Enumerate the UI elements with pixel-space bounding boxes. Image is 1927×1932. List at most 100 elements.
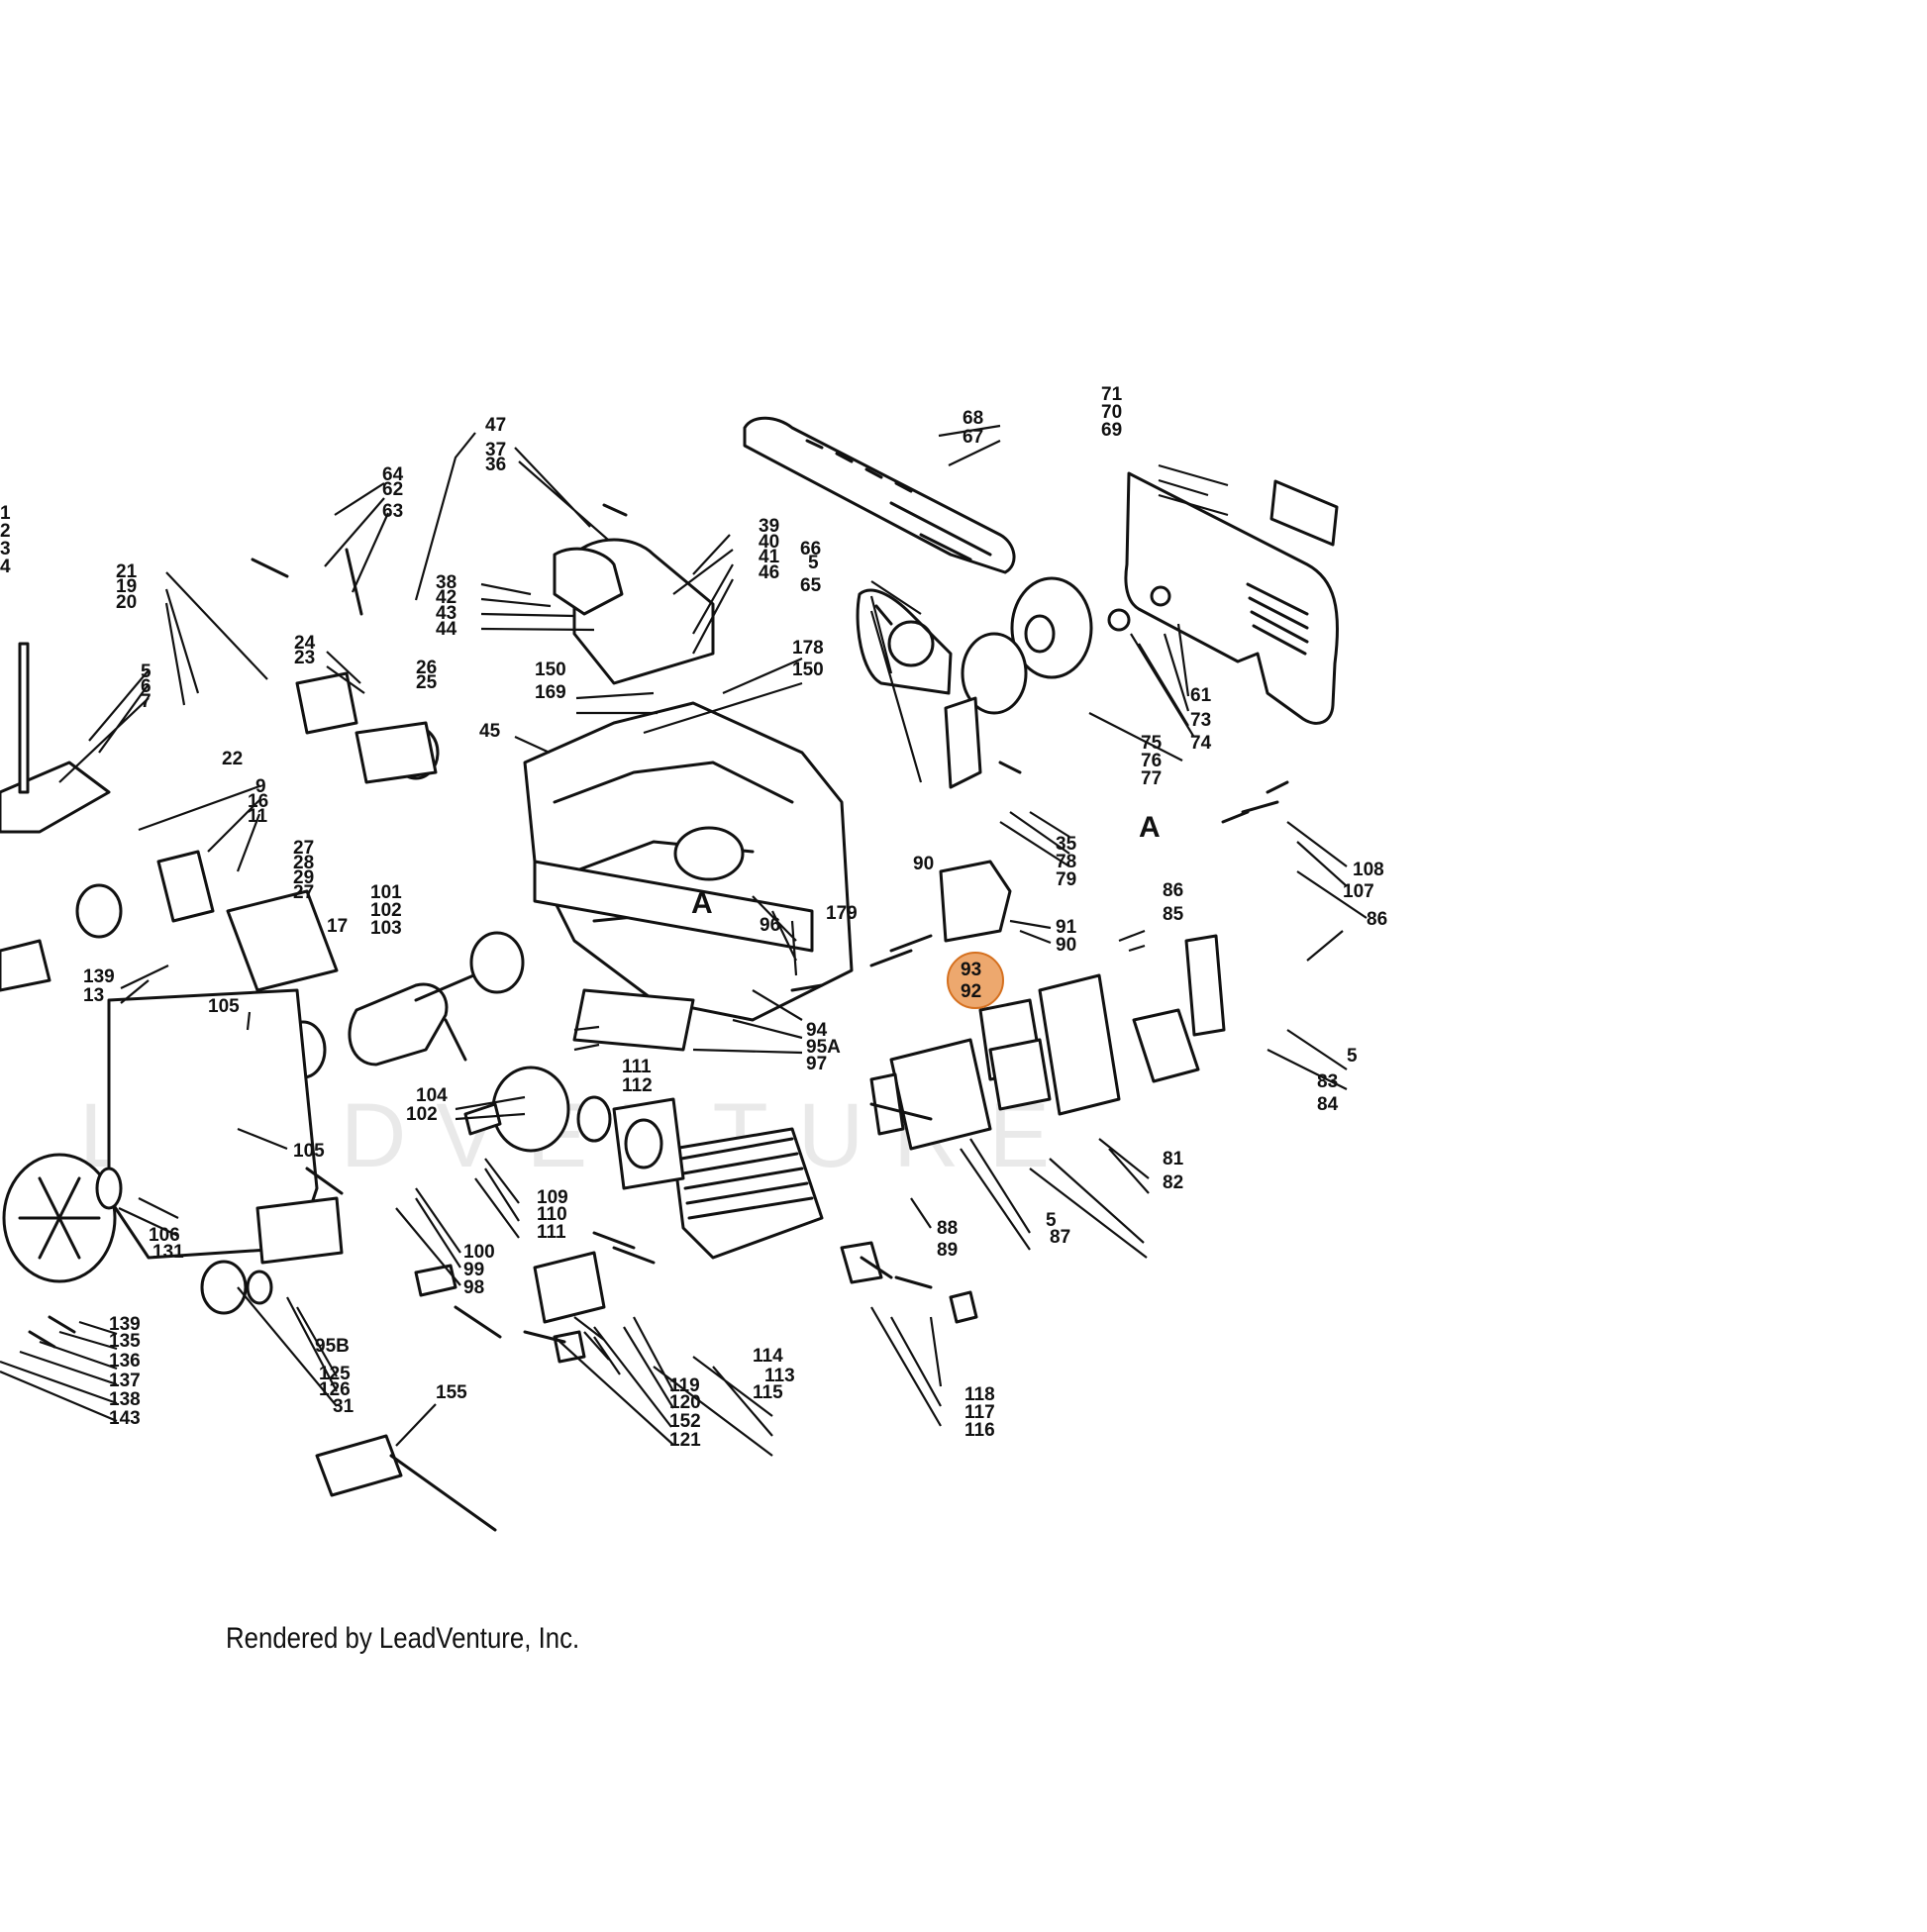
part-label: 91 (1056, 917, 1077, 938)
part-label: 38 (436, 572, 456, 593)
part-label: 102 (406, 1104, 438, 1125)
part-label: 83 (1317, 1071, 1338, 1092)
part-label: 139 (109, 1314, 141, 1335)
reference-mark-a-right: A (1139, 811, 1161, 844)
part-label: 65 (800, 575, 822, 596)
spark-plug (840, 1241, 883, 1284)
part-label: 36 (485, 455, 506, 475)
drive-side-plate-hole (887, 620, 935, 667)
part-label: 126 (319, 1379, 351, 1400)
part-label: 85 (1163, 904, 1184, 925)
part-label: 75 (1141, 733, 1163, 754)
muffler-gasket (869, 1072, 905, 1136)
part-label: 22 (222, 749, 243, 769)
throttle-trigger (156, 850, 215, 923)
filter-element (226, 889, 339, 992)
part-label: 5 (808, 553, 819, 573)
drive-side-plate (856, 588, 953, 695)
part-label: 31 (333, 1396, 355, 1417)
clutch-drum-hub (1024, 614, 1056, 654)
muffler-shield (988, 1038, 1052, 1111)
part-label: 95A (806, 1037, 841, 1058)
part-label: 150 (535, 660, 566, 680)
part-label: 108 (1353, 860, 1384, 880)
guide-bar-slot (889, 501, 992, 561)
part-label: 95B (315, 1336, 350, 1357)
part-label: 29 (293, 867, 314, 888)
part-labels: 1 2 3 4 5 6 7 9 11 13 16 17 19 20 21 22 … (0, 384, 1387, 1451)
part-label: 136 (109, 1351, 141, 1372)
part-label: 179 (826, 903, 858, 924)
pump-plate (355, 721, 438, 784)
part-label: 121 (669, 1430, 701, 1451)
part-label: 78 (1056, 852, 1076, 872)
highlighted-label-93[interactable]: 93 (961, 960, 981, 980)
part-label: 45 (479, 721, 501, 742)
crankcase-gasket (572, 988, 695, 1052)
fasteners (28, 503, 1289, 1349)
saw-chain (805, 439, 913, 493)
chain-cover-vents (1246, 582, 1309, 656)
part-label: 44 (436, 619, 457, 640)
starter-pulley (95, 1167, 123, 1210)
part-label: 113 (764, 1366, 795, 1386)
gasket-bore (624, 1118, 663, 1169)
plug-boot (949, 1290, 978, 1324)
part-label: 86 (1163, 880, 1183, 901)
part-drawings (0, 416, 1339, 1532)
part-label: 135 (109, 1331, 141, 1352)
clutch-washer (1107, 608, 1131, 632)
part-label: 117 (964, 1402, 995, 1423)
part-label: 61 (1190, 685, 1212, 706)
part-label: 16 (248, 791, 268, 812)
part-label: 118 (964, 1384, 995, 1405)
part-label: 131 (152, 1242, 184, 1263)
chain-cover (1124, 471, 1339, 725)
part-label: 90 (913, 854, 934, 874)
part-label: 64 (382, 464, 404, 485)
part-label: 46 (759, 562, 779, 583)
part-label: 103 (370, 918, 402, 939)
part-label: 27 (293, 882, 314, 903)
part-label: 76 (1141, 751, 1162, 771)
part-label: 125 (319, 1364, 351, 1384)
part-label: 138 (109, 1389, 141, 1410)
highlighted-label-92[interactable]: 92 (961, 981, 981, 1002)
cylinder-gasket (612, 1097, 685, 1190)
brake-band (944, 696, 982, 789)
part-label: 42 (436, 587, 456, 608)
part-label: 139 (83, 966, 115, 987)
part-label: 11 (248, 806, 268, 827)
part-label: 20 (116, 592, 137, 613)
reference-mark-a-left: A (691, 887, 713, 920)
part-label: 47 (485, 415, 506, 436)
part-label: 73 (1190, 710, 1211, 731)
part-label: 100 (463, 1242, 495, 1263)
part-label: 63 (382, 501, 403, 522)
scrench-tool-head (315, 1434, 403, 1497)
part-label: 115 (753, 1382, 783, 1403)
highlight-marker[interactable] (947, 952, 1004, 1009)
part-label: 40 (759, 532, 779, 553)
tank-neck (255, 1196, 344, 1265)
part-label: 112 (622, 1075, 653, 1096)
part-label: 82 (1163, 1172, 1183, 1193)
part-label: 6 (141, 676, 152, 697)
air-filter-cover (1038, 973, 1121, 1116)
part-label: 66 (800, 539, 821, 559)
part-label: 96 (760, 915, 780, 936)
piston-pin (463, 1102, 502, 1136)
part-label: 68 (963, 408, 983, 429)
part-label: 77 (1141, 768, 1162, 789)
ignition-wires (869, 934, 933, 967)
part-label: 119 (669, 1375, 700, 1396)
part-label: 152 (669, 1411, 701, 1432)
part-label: 9 (255, 776, 266, 797)
part-label: 62 (382, 479, 403, 500)
rear-handle (0, 761, 111, 834)
clutch-shoes (961, 632, 1028, 715)
filter-bracket (1132, 1008, 1200, 1083)
part-label: 41 (759, 547, 780, 567)
part-label: 178 (792, 638, 824, 659)
